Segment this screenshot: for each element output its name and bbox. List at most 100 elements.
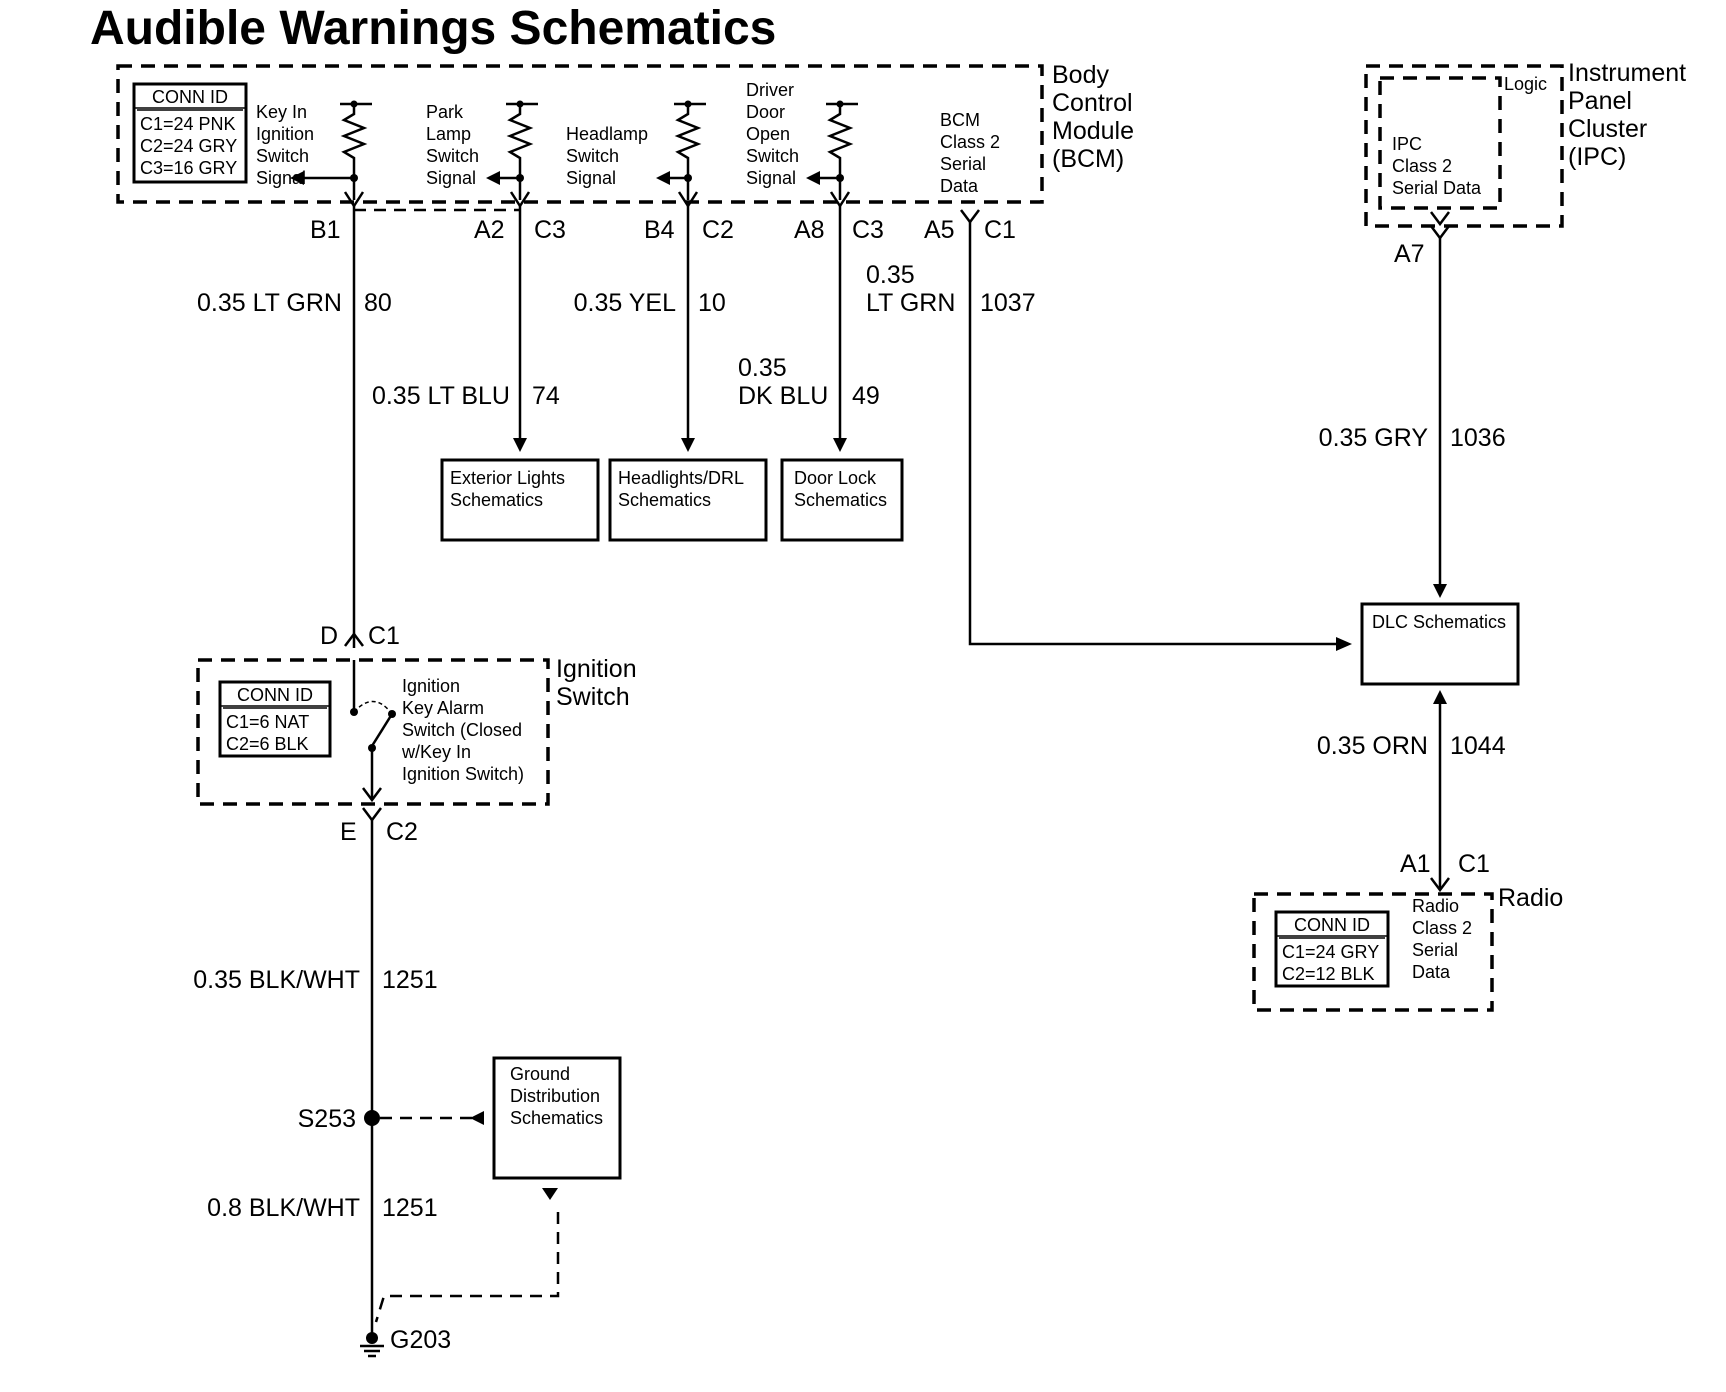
ipc-module-outline <box>1364 64 1564 228</box>
pin-a7: A7 <box>1394 240 1425 268</box>
page-title: Audible Warnings Schematics <box>90 2 776 55</box>
ref-headlights-drl[interactable]: Headlights/DRL Schematics <box>608 458 768 542</box>
resistor-door-open <box>806 100 858 200</box>
wire-1036-circuit: 1036 <box>1450 424 1506 452</box>
svg-text:Class 2: Class 2 <box>1412 918 1472 938</box>
svg-text:Open: Open <box>746 124 790 144</box>
svg-text:Key In: Key In <box>256 102 307 122</box>
ipc-logic-outline <box>1378 76 1502 210</box>
ref-door-lock[interactable]: Door Lock Schematics <box>780 458 904 542</box>
svg-text:Schematics: Schematics <box>618 490 711 510</box>
ref-exterior-lights[interactable]: Exterior Lights Schematics <box>440 458 600 542</box>
wire-1036-gauge: 0.35 GRY <box>1319 424 1429 452</box>
ipc-name-3: Cluster <box>1568 115 1647 143</box>
svg-text:Signal: Signal <box>256 168 306 188</box>
svg-text:Switch: Switch <box>426 146 479 166</box>
splice-label: S253 <box>298 1105 356 1133</box>
wire-80-gauge: 0.35 LT GRN <box>197 289 342 317</box>
ipc-serial-3: Serial Data <box>1392 178 1482 198</box>
wire-1251-gauge-b: 0.8 BLK/WHT <box>207 1194 360 1222</box>
wire-49-gauge-2: DK BLU <box>738 382 828 410</box>
svg-text:Park: Park <box>426 102 464 122</box>
ignition-name-2: Switch <box>556 683 630 711</box>
ipc-name-4: (IPC) <box>1568 143 1626 171</box>
ignition-name-1: Ignition <box>556 655 637 683</box>
ignition-desc: Ignition Key Alarm Switch (Closed w/Key … <box>401 676 524 784</box>
wire-1037-arrow <box>1336 637 1352 651</box>
ignition-conn-id: CONN ID C1=6 NAT C2=6 BLK <box>218 680 332 758</box>
ref-dlc[interactable]: DLC Schematics <box>1360 602 1520 686</box>
resistor-headlamp <box>656 100 706 200</box>
svg-text:Ignition Switch): Ignition Switch) <box>402 764 524 784</box>
svg-text:Lamp: Lamp <box>426 124 471 144</box>
bcm-name-2: Control <box>1052 89 1133 117</box>
wire-49-arrow <box>833 438 847 452</box>
ipc-connector-2 <box>1430 225 1450 241</box>
svg-text:Headlamp: Headlamp <box>566 124 648 144</box>
svg-text:Distribution: Distribution <box>510 1086 600 1106</box>
bcm-name-1: Body <box>1052 61 1109 89</box>
ignition-top-connector <box>344 631 364 647</box>
wire-49-circuit: 49 <box>852 382 880 410</box>
svg-text:Class 2: Class 2 <box>940 132 1000 152</box>
svg-text:CONN ID: CONN ID <box>237 685 313 705</box>
bcm-module-outline <box>116 64 1044 204</box>
svg-text:Schematics: Schematics <box>450 490 543 510</box>
wire-1044-gauge: 0.35 ORN <box>1317 732 1428 760</box>
wire-1251-circuit-a: 1251 <box>382 966 438 994</box>
conn-ign-c2: C2 <box>386 818 418 846</box>
svg-text:Key Alarm: Key Alarm <box>402 698 484 718</box>
ground-ref-path <box>374 1212 560 1323</box>
conn-c2: C2 <box>702 216 734 244</box>
wire-10-circuit: 10 <box>698 289 726 317</box>
pin-a8: A8 <box>794 216 825 244</box>
splice-dot <box>364 1110 380 1126</box>
svg-text:Switch (Closed: Switch (Closed <box>402 720 522 740</box>
bcm-conn-line-3: C3=16 GRY <box>140 158 237 178</box>
radio-name: Radio <box>1498 884 1563 912</box>
svg-text:Serial: Serial <box>1412 940 1458 960</box>
wire-1037-circuit: 1037 <box>980 289 1036 317</box>
wire-10-arrow <box>681 438 695 452</box>
radio-serial-label: Radio Class 2 Serial Data <box>1412 896 1472 982</box>
svg-text:Data: Data <box>940 176 979 196</box>
wire-74-circuit: 74 <box>532 382 560 410</box>
svg-text:Signal: Signal <box>746 168 796 188</box>
svg-text:DLC Schematics: DLC Schematics <box>1372 612 1506 632</box>
wire-1044-arrow <box>1433 690 1447 704</box>
svg-text:C2=12 BLK: C2=12 BLK <box>1282 964 1375 984</box>
svg-text:Ignition: Ignition <box>256 124 314 144</box>
pin-b4: B4 <box>644 216 675 244</box>
door-open-signal-label: Driver Door Open Switch Signal <box>746 80 799 188</box>
svg-text:C2=6 BLK: C2=6 BLK <box>226 734 309 754</box>
ipc-serial-2: Class 2 <box>1392 156 1452 176</box>
ipc-serial-1: IPC <box>1392 134 1422 154</box>
svg-text:Signal: Signal <box>426 168 476 188</box>
resistor-park-lamp <box>486 100 538 200</box>
svg-text:Serial: Serial <box>940 154 986 174</box>
svg-text:Ground: Ground <box>510 1064 570 1084</box>
conn-c1: C1 <box>984 216 1016 244</box>
svg-text:Ignition: Ignition <box>402 676 460 696</box>
svg-text:Headlights/DRL: Headlights/DRL <box>618 468 744 488</box>
svg-text:Schematics: Schematics <box>510 1108 603 1128</box>
bcm-conn-header: CONN ID <box>152 87 228 107</box>
radio-conn-id: CONN ID C1=24 GRY C2=12 BLK <box>1274 910 1390 988</box>
headlamp-signal-label: Headlamp Switch Signal <box>566 124 648 188</box>
ref-ground-distribution[interactable]: Ground Distribution Schematics <box>492 1056 622 1180</box>
wire-1251-circuit-b: 1251 <box>382 1194 438 1222</box>
ground-label: G203 <box>390 1326 451 1354</box>
conn-radio-c1: C1 <box>1458 850 1490 878</box>
wire-1037-gauge-1: 0.35 <box>866 261 915 289</box>
bcm-name-4: (BCM) <box>1052 145 1124 173</box>
wire-80-circuit: 80 <box>364 289 392 317</box>
svg-text:BCM: BCM <box>940 110 980 130</box>
svg-text:Door: Door <box>746 102 785 122</box>
pin-a5: A5 <box>924 216 955 244</box>
svg-text:Driver: Driver <box>746 80 794 100</box>
wire-49-gauge-1: 0.35 <box>738 354 787 382</box>
radio-connector <box>1430 877 1450 893</box>
conn-c3-b: C3 <box>852 216 884 244</box>
pin-e: E <box>340 818 357 846</box>
